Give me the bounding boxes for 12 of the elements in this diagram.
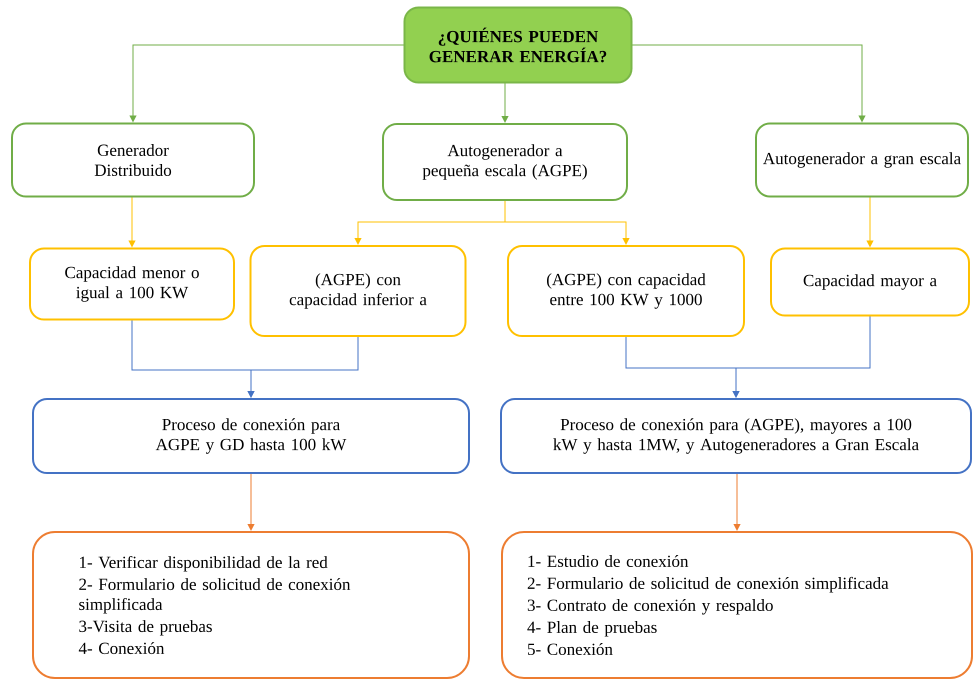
title-box: ¿QUIÉNES PUEDEN GENERAR ENERGÍA? xyxy=(404,6,632,84)
process-box: Proceso de conexión para (AGPE), mayores a 100 kW y hasta 1MW, y Autogeneradores a Gran Escala xyxy=(500,398,972,474)
capacity-box: Capacidad mayor a xyxy=(770,248,970,316)
capacity-box: (AGPE) con capacidad entre 100 KW y 1000 xyxy=(507,245,745,337)
capacity-box: (AGPE) con capacidad inferior a xyxy=(250,245,466,337)
steps-box: 1- Verificar disponibilidad de la red 2- Formulario de solicitud de conexión simplificada 3-Visita de pruebas 4- Conexión xyxy=(32,531,470,679)
steps-box: 1- Estudio de conexión 2- Formulario de solicitud de conexión simplificada 3- Contrato de conexión y respaldo 4- Plan de pruebas 5- Conexión xyxy=(501,531,973,679)
capacity-box: Capacidad menor o igual a 100 KW xyxy=(29,248,235,320)
category-box: Generador Distribuido xyxy=(11,122,255,198)
process-box: Proceso de conexión para AGPE y GD hasta 100 kW xyxy=(32,398,470,474)
category-box: Autogenerador a gran escala xyxy=(755,122,969,198)
category-box: Autogenerador a pequeña escala (AGPE) xyxy=(382,123,628,201)
